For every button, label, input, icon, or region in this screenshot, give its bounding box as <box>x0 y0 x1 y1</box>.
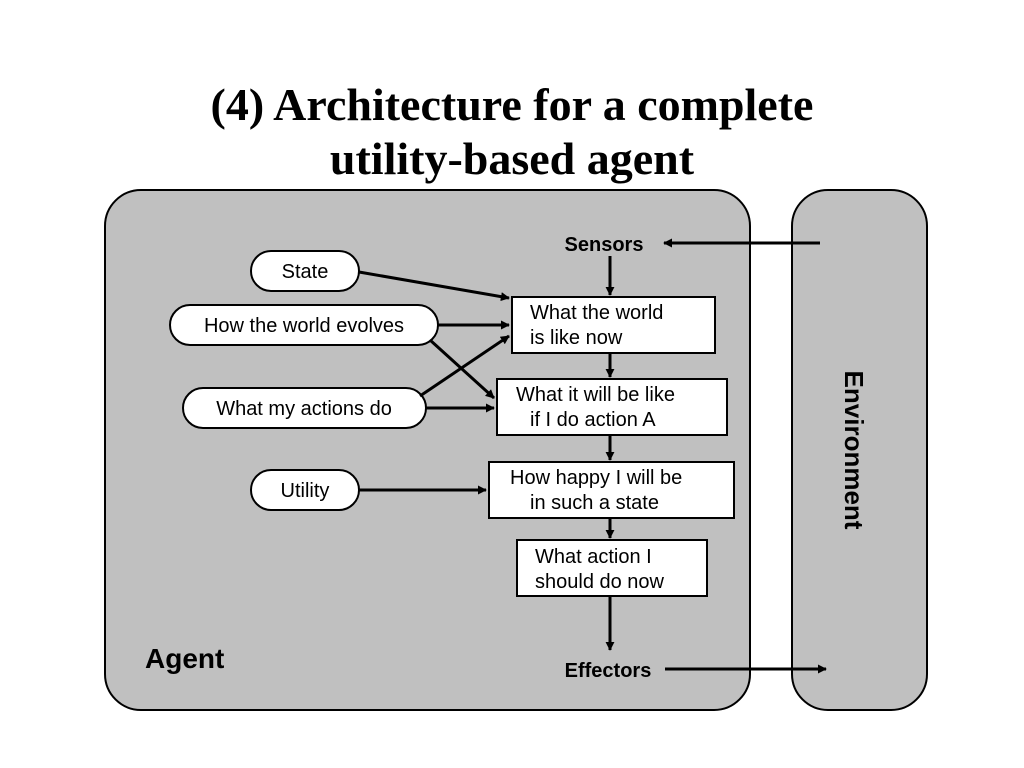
title-line-1: (4) Architecture for a complete <box>210 79 814 130</box>
world-now-box-line-2: is like now <box>530 327 623 349</box>
how-happy-box-line-1: How happy I will be <box>510 467 682 489</box>
effectors-label: Effectors <box>565 660 652 682</box>
environment-label: Environment <box>839 371 869 530</box>
slide-title: (4) Architecture for a complete utility-… <box>0 78 1024 186</box>
how-happy-box-line-2: in such a state <box>530 492 659 514</box>
will-be-like-box-line-2: if I do action A <box>530 409 656 431</box>
sensors-label: Sensors <box>565 234 644 256</box>
utility-oval-label: Utility <box>281 480 330 502</box>
agent-label: Agent <box>145 643 224 674</box>
agent-panel <box>104 189 751 711</box>
actions-do-oval-label: What my actions do <box>216 398 392 420</box>
how-happy-box <box>488 461 735 519</box>
action-now-box <box>516 539 708 597</box>
environment-panel <box>791 189 928 711</box>
will-be-like-box-line-1: What it will be like <box>516 384 675 406</box>
state-oval-label: State <box>282 261 329 283</box>
state-oval <box>250 250 360 292</box>
arrow-state-to-world-now <box>358 270 510 302</box>
action-now-box-line-1: What action I <box>535 546 652 568</box>
world-now-box <box>511 296 716 354</box>
world-evolves-oval-label: How the world evolves <box>204 315 404 337</box>
will-be-like-box <box>496 378 728 436</box>
title-line-2: utility-based agent <box>329 133 695 184</box>
action-now-box-line-2: should do now <box>535 571 665 593</box>
arrow-actions-do-to-world-now <box>419 334 510 398</box>
world-now-box-line-1: What the world <box>530 302 663 324</box>
